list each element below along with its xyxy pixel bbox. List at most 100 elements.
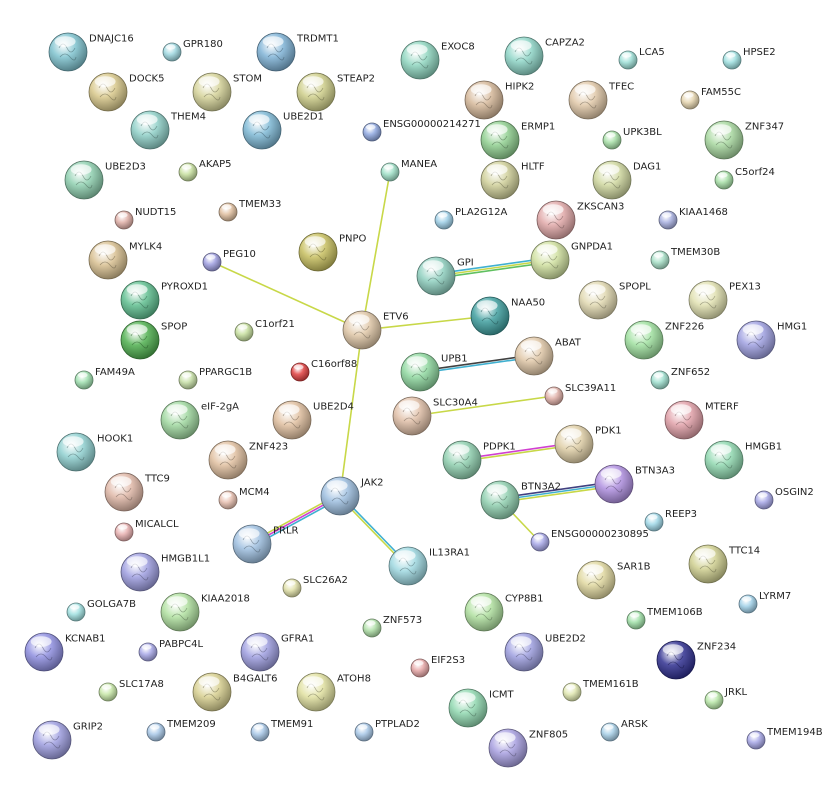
node-them4[interactable]: THEM4 xyxy=(130,110,206,150)
node-znf347[interactable]: ZNF347 xyxy=(704,120,784,160)
node-fam49a[interactable]: FAM49A xyxy=(74,367,135,390)
edge-ETV6-NAA50[interactable] xyxy=(361,315,491,331)
node-btn3a2[interactable]: BTN3A2 xyxy=(480,480,561,520)
node-mylk4[interactable]: MYLK4 xyxy=(88,240,162,280)
node-reep3[interactable]: REEP3 xyxy=(644,509,697,532)
node-ensg00000230895[interactable]: ENSG00000230895 xyxy=(530,529,649,552)
node-c16orf88[interactable]: C16orf88 xyxy=(290,359,357,382)
node-pabpc4l[interactable]: PABPC4L xyxy=(138,639,203,662)
node-eif2s3[interactable]: EIF2S3 xyxy=(410,655,465,678)
edge-ETV6-MANEA[interactable] xyxy=(361,171,391,331)
node-pex13[interactable]: PEX13 xyxy=(688,280,761,320)
node-ensg00000214271[interactable]: ENSG00000214271 xyxy=(362,119,481,142)
node-ube2d3[interactable]: UBE2D3 xyxy=(64,160,146,200)
node-hipk2[interactable]: HIPK2 xyxy=(464,80,534,120)
node-spopl[interactable]: SPOPL xyxy=(578,280,651,320)
node-kcnab1[interactable]: KCNAB1 xyxy=(24,632,106,672)
node-btn3a3[interactable]: BTN3A3 xyxy=(594,464,675,504)
node-slc17a8[interactable]: SLC17A8 xyxy=(98,679,164,702)
node-upk3bl[interactable]: UPK3BL xyxy=(602,127,662,150)
node-capza2[interactable]: CAPZA2 xyxy=(504,36,585,76)
node-arsk[interactable]: ARSK xyxy=(600,719,648,742)
node-golga7b[interactable]: GOLGA7B xyxy=(66,599,136,622)
node-il13ra1[interactable]: IL13RA1 xyxy=(388,546,470,586)
node-tmem30b[interactable]: TMEM30B xyxy=(650,247,720,270)
node-c1orf21[interactable]: C1orf21 xyxy=(234,319,295,342)
node-slc26a2[interactable]: SLC26A2 xyxy=(282,575,348,598)
node-pyroxd1[interactable]: PYROXD1 xyxy=(120,280,208,320)
node-pnpo[interactable]: PNPO xyxy=(298,232,367,272)
edge-ETV6-JAK2[interactable] xyxy=(339,329,363,497)
node-cyp8b1[interactable]: CYP8B1 xyxy=(464,592,544,632)
node-spop[interactable]: SPOP xyxy=(120,320,187,360)
node-ermp1[interactable]: ERMP1 xyxy=(480,120,555,160)
node-tfec[interactable]: TFEC xyxy=(568,80,634,120)
node-prlr[interactable]: PRLR xyxy=(232,524,299,564)
node-ttc14[interactable]: TTC14 xyxy=(688,544,760,584)
node-znf423[interactable]: ZNF423 xyxy=(208,440,288,480)
node-ptplad2[interactable]: PTPLAD2 xyxy=(354,719,420,742)
node-steap2[interactable]: STEAP2 xyxy=(296,72,375,112)
node-naa50[interactable]: NAA50 xyxy=(470,296,545,336)
node-kiaa2018[interactable]: KIAA2018 xyxy=(160,592,250,632)
node-micalcl[interactable]: MICALCL xyxy=(114,519,179,542)
node-grip2[interactable]: GRIP2 xyxy=(32,720,103,760)
node-gnpda1[interactable]: GNPDA1 xyxy=(530,240,613,280)
node-hook1[interactable]: HOOK1 xyxy=(56,432,133,472)
node-ttc9[interactable]: TTC9 xyxy=(104,472,170,512)
node-osgin2[interactable]: OSGIN2 xyxy=(754,487,814,510)
node-mterf[interactable]: MTERF xyxy=(664,400,739,440)
node-ube2d4[interactable]: UBE2D4 xyxy=(272,400,354,440)
node-exoc8[interactable]: EXOC8 xyxy=(400,40,475,80)
node-znf805[interactable]: ZNF805 xyxy=(488,728,568,768)
node-pdpk1[interactable]: PDPK1 xyxy=(442,440,516,480)
node-manea[interactable]: MANEA xyxy=(380,159,437,182)
node-ppargc1b[interactable]: PPARGC1B xyxy=(178,367,252,390)
node-pdk1[interactable]: PDK1 xyxy=(554,424,622,464)
node-hpse2[interactable]: HPSE2 xyxy=(722,47,776,70)
node-dock5[interactable]: DOCK5 xyxy=(88,72,164,112)
node-znf226[interactable]: ZNF226 xyxy=(624,320,704,360)
node-jak2[interactable]: JAK2 xyxy=(320,476,384,516)
node-mcm4[interactable]: MCM4 xyxy=(218,487,270,510)
node-gpr180[interactable]: GPR180 xyxy=(162,39,223,62)
node-hltf[interactable]: HLTF xyxy=(480,160,545,200)
edge-SLC30A4-SLC39A11[interactable] xyxy=(411,395,555,417)
node-nudt15[interactable]: NUDT15 xyxy=(114,207,176,230)
node-eif-2ga[interactable]: eIF-2gA xyxy=(160,400,239,440)
node-tmem106b[interactable]: TMEM106B xyxy=(626,607,703,630)
node-b4galt6[interactable]: B4GALT6 xyxy=(192,672,277,712)
node-tmem161b[interactable]: TMEM161B xyxy=(562,679,639,702)
node-ube2d2[interactable]: UBE2D2 xyxy=(504,632,586,672)
node-jrkl[interactable]: JRKL xyxy=(704,687,747,710)
node-slc39a11[interactable]: SLC39A11 xyxy=(544,383,616,406)
node-etv6[interactable]: ETV6 xyxy=(342,310,409,350)
node-ube2d1[interactable]: UBE2D1 xyxy=(242,110,324,150)
node-icmt[interactable]: ICMT xyxy=(448,688,515,728)
node-tmem91[interactable]: TMEM91 xyxy=(250,719,313,742)
node-peg10[interactable]: PEG10 xyxy=(202,249,256,272)
node-akap5[interactable]: AKAP5 xyxy=(178,159,231,182)
node-gfra1[interactable]: GFRA1 xyxy=(240,632,314,672)
node-hmgb1l1[interactable]: HMGB1L1 xyxy=(120,552,210,592)
node-trdmt1[interactable]: TRDMT1 xyxy=(256,32,339,72)
node-zkscan3[interactable]: ZKSCAN3 xyxy=(536,200,624,240)
node-znf652[interactable]: ZNF652 xyxy=(650,367,710,390)
node-kiaa1468[interactable]: KIAA1468 xyxy=(658,207,728,230)
node-dag1[interactable]: DAG1 xyxy=(592,160,661,200)
node-stom[interactable]: STOM xyxy=(192,72,262,112)
node-abat[interactable]: ABAT xyxy=(514,336,582,376)
node-hmg1[interactable]: HMG1 xyxy=(736,320,807,360)
node-lyrm7[interactable]: LYRM7 xyxy=(738,591,791,614)
node-upb1[interactable]: UPB1 xyxy=(400,352,468,392)
node-atoh8[interactable]: ATOH8 xyxy=(296,672,371,712)
node-gpi[interactable]: GPI xyxy=(416,256,474,296)
node-slc30a4[interactable]: SLC30A4 xyxy=(392,396,478,436)
node-tmem209[interactable]: TMEM209 xyxy=(146,719,216,742)
node-c5orf24[interactable]: C5orf24 xyxy=(714,167,775,190)
node-tmem33[interactable]: TMEM33 xyxy=(218,199,281,222)
node-lca5[interactable]: LCA5 xyxy=(618,47,665,70)
edge-ETV6-PEG10[interactable] xyxy=(211,261,363,331)
node-pla2g12a[interactable]: PLA2G12A xyxy=(434,207,508,230)
node-dnajc16[interactable]: DNAJC16 xyxy=(48,32,134,72)
